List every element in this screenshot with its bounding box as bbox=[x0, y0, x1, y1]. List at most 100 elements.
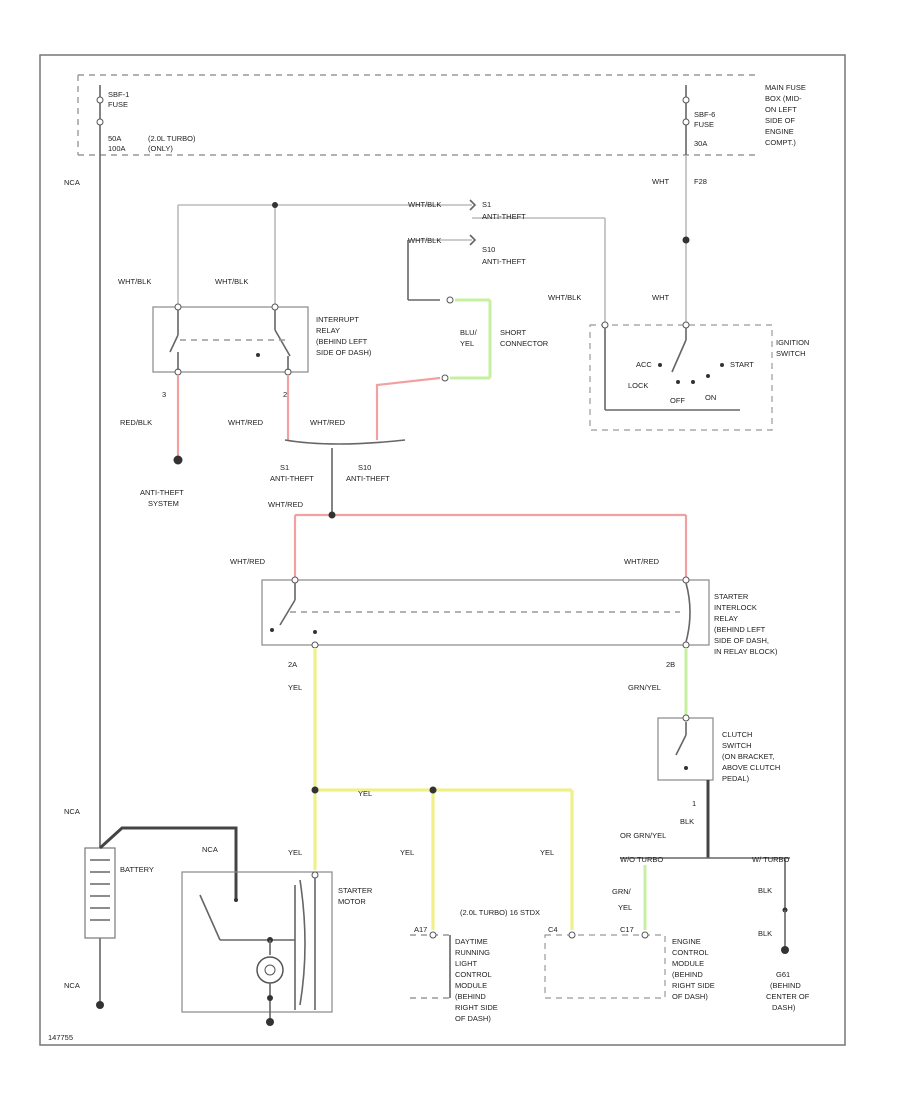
yel-label-2: YEL bbox=[358, 789, 372, 798]
clutch-label-1: CLUTCH bbox=[722, 730, 752, 739]
wht-blk-relay-label: WHT/BLK bbox=[215, 277, 248, 286]
wht-red-wire bbox=[293, 448, 688, 578]
ignition-switch bbox=[589, 321, 773, 431]
wht-blk-mid-label: WHT/BLK bbox=[408, 236, 441, 245]
pin3-label: 3 bbox=[162, 390, 166, 399]
antitheft-s10-bot-label: ANTI-THEFT bbox=[346, 474, 390, 483]
interlock-label-1: STARTER bbox=[714, 592, 749, 601]
nca-starter-label: NCA bbox=[202, 845, 218, 854]
blk-label-1: BLK bbox=[680, 817, 694, 826]
w-turbo-label: W/O TURBO bbox=[620, 855, 663, 864]
diagram-frame bbox=[39, 54, 846, 1046]
blk-label-3: BLK bbox=[758, 929, 772, 938]
drl-label-4: CONTROL bbox=[455, 970, 492, 979]
nca-bottom-label: NCA bbox=[64, 981, 80, 990]
drl-label-3: LIGHT bbox=[455, 959, 478, 968]
drl-label-6: (BEHIND bbox=[455, 992, 486, 1001]
ecm-label-4: (BEHIND bbox=[672, 970, 703, 979]
drl-label-2: RUNNING bbox=[455, 948, 490, 957]
g61-label-2: (BEHIND bbox=[770, 981, 801, 990]
wht-red-label-3: WHT/RED bbox=[268, 500, 304, 509]
yel-label-4: YEL bbox=[400, 848, 414, 857]
wht-red-label-1: WHT/RED bbox=[228, 418, 264, 427]
interrupt-label-4: SIDE OF DASH) bbox=[316, 348, 372, 357]
g61-label-4: DASH) bbox=[772, 1003, 796, 1012]
on-label: ON bbox=[705, 393, 716, 402]
pin-1-label: 1 bbox=[692, 799, 696, 808]
labels: SBF-1 FUSE 50A 100A (2.0L TURBO) (ONLY) … bbox=[48, 83, 810, 1042]
yel-label-6: YEL bbox=[618, 903, 632, 912]
yel-label-5: YEL bbox=[540, 848, 554, 857]
wht-blk-ign-label: WHT/BLK bbox=[548, 293, 581, 302]
pin2-label: 2 bbox=[283, 390, 287, 399]
yel-label-1: YEL bbox=[288, 683, 302, 692]
starter-motor bbox=[181, 871, 333, 1026]
interlock-label-5: SIDE OF DASH, bbox=[714, 636, 769, 645]
g61-label-1: G61 bbox=[776, 970, 790, 979]
f28-label: F28 bbox=[694, 177, 707, 186]
main-fuse-label-3: ON LEFT bbox=[765, 105, 797, 114]
wht-top-label: WHT bbox=[652, 177, 669, 186]
red-blk-label: RED/BLK bbox=[120, 418, 152, 427]
antitheft-s1-top-label: ANTI-THEFT bbox=[482, 212, 526, 221]
g61-label-3: CENTER OF bbox=[766, 992, 810, 1001]
interlock-label-2: INTERLOCK bbox=[714, 603, 757, 612]
amp-30a-label: 30A bbox=[694, 139, 707, 148]
ignition-label-1: IGNITION bbox=[776, 338, 809, 347]
battery bbox=[84, 826, 238, 939]
off-label: OFF bbox=[670, 396, 685, 405]
sbf6-label: SBF-6 bbox=[694, 110, 715, 119]
drl-module bbox=[410, 931, 451, 999]
pin-2a-label: 2A bbox=[288, 660, 297, 669]
interrupt-label-2: RELAY bbox=[316, 326, 340, 335]
antitheft-system-label-1: ANTI-THEFT bbox=[140, 488, 184, 497]
wht-blk-top-label: WHT/BLK bbox=[408, 200, 441, 209]
starter-label-1: STARTER bbox=[338, 886, 373, 895]
s10-top-label: S10 bbox=[482, 245, 495, 254]
clutch-switch bbox=[620, 648, 790, 954]
nca-mid-label: NCA bbox=[64, 807, 80, 816]
starter-label-2: MOTOR bbox=[338, 897, 366, 906]
amp-100a-label: 100A bbox=[108, 144, 126, 153]
turbo-only-label-2: (ONLY) bbox=[148, 144, 173, 153]
dk-grn-yel-label: OR GRN/YEL bbox=[620, 831, 666, 840]
short-connector-wire bbox=[441, 296, 492, 382]
pin-a17-label: A17 bbox=[414, 925, 427, 934]
wht-blk-wires bbox=[177, 199, 606, 325]
right-fuse-wire bbox=[682, 85, 690, 325]
wht-red-label-5: WHT/RED bbox=[624, 557, 660, 566]
grn-yel-label-1: GRN/YEL bbox=[628, 683, 661, 692]
drl-label-8: OF DASH) bbox=[455, 1014, 491, 1023]
pin-2b-label: 2B bbox=[666, 660, 675, 669]
fuse-right-label: FUSE bbox=[694, 120, 714, 129]
clutch-label-2: SWITCH bbox=[722, 741, 752, 750]
short-connector-label-1: SHORT bbox=[500, 328, 527, 337]
antitheft-s10-top-label: ANTI-THEFT bbox=[482, 257, 526, 266]
s1-bot-label: S1 bbox=[280, 463, 289, 472]
starter-interlock-relay bbox=[261, 576, 710, 649]
sbf1-label: SBF-1 bbox=[108, 90, 129, 99]
blu-yel-label-1: BLU/ bbox=[460, 328, 478, 337]
wht-red-label-4: WHT/RED bbox=[230, 557, 266, 566]
ecm-label-3: MODULE bbox=[672, 959, 704, 968]
turbo-mark-label: W/ TURBO bbox=[752, 855, 790, 864]
interlock-label-4: (BEHIND LEFT bbox=[714, 625, 766, 634]
clutch-label-4: ABOVE CLUTCH bbox=[722, 763, 780, 772]
main-fuse-box bbox=[77, 74, 760, 156]
clutch-label-5: PEDAL) bbox=[722, 774, 750, 783]
wht-red-label-2: WHT/RED bbox=[310, 418, 346, 427]
interrupt-label-3: (BEHIND LEFT bbox=[316, 337, 368, 346]
wht-blk-left-label: WHT/BLK bbox=[118, 277, 151, 286]
red-wires bbox=[173, 375, 441, 465]
turbo-only-label-1: (2.0L TURBO) bbox=[148, 134, 196, 143]
acc-label: ACC bbox=[636, 360, 652, 369]
drl-label-5: MODULE bbox=[455, 981, 487, 990]
drl-label-1: DAYTIME bbox=[455, 937, 488, 946]
drl-label-7: RIGHT SIDE bbox=[455, 1003, 498, 1012]
blu-yel-label-2: YEL bbox=[460, 339, 474, 348]
main-fuse-label-2: BOX (MID- bbox=[765, 94, 802, 103]
grn-yel-label-2: GRN/ bbox=[612, 887, 632, 896]
yel-label-3: YEL bbox=[288, 848, 302, 857]
engine-control-module bbox=[544, 931, 666, 999]
